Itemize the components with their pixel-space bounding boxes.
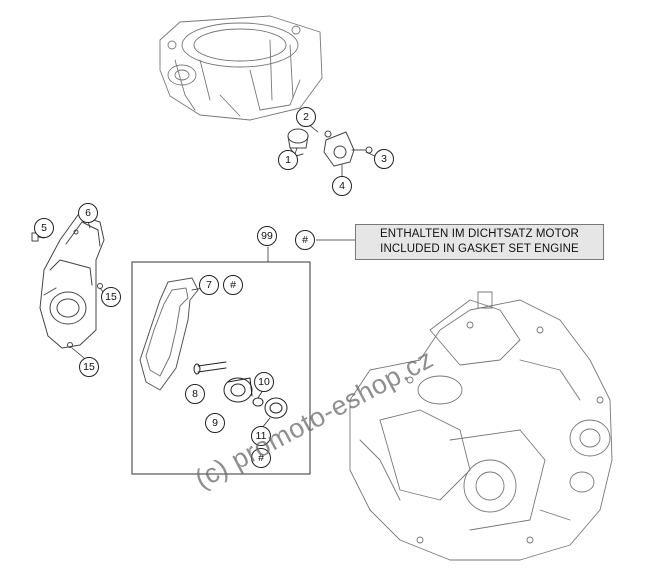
callout-5: 5 <box>34 218 54 238</box>
water-pump-cover-drawing <box>31 214 105 349</box>
callout-8: 8 <box>185 384 205 404</box>
callout-15-upper: 15 <box>101 287 121 307</box>
callout-7-hash: # <box>223 275 243 295</box>
callout-10: 10 <box>254 372 274 392</box>
note-hash-symbol: # <box>295 230 315 250</box>
gasket-set-note: ENTHALTEN IM DICHTSATZ MOTOR INCLUDED IN… <box>355 224 604 260</box>
callout-6: 6 <box>78 203 98 223</box>
callout-11: 11 <box>251 426 271 446</box>
callout-99: 99 <box>257 226 277 246</box>
callout-9: 9 <box>205 413 225 433</box>
crankcase-drawing <box>349 291 613 561</box>
note-line-german: ENTHALTEN IM DICHTSATZ MOTOR <box>380 228 579 240</box>
callout-15-lower: 15 <box>79 357 99 377</box>
callout-7: 7 <box>199 275 219 295</box>
callout-2: 2 <box>296 107 316 127</box>
callout-1: 1 <box>278 150 298 170</box>
note-line-english: INCLUDED IN GASKET SET ENGINE <box>380 243 579 255</box>
callout-4: 4 <box>332 176 352 196</box>
gasket-set-box <box>131 246 311 475</box>
callout-11-hash: # <box>251 448 271 468</box>
thermostat-parts <box>287 128 373 167</box>
callout-3: 3 <box>374 149 394 169</box>
cylinder-drawing <box>159 15 323 121</box>
